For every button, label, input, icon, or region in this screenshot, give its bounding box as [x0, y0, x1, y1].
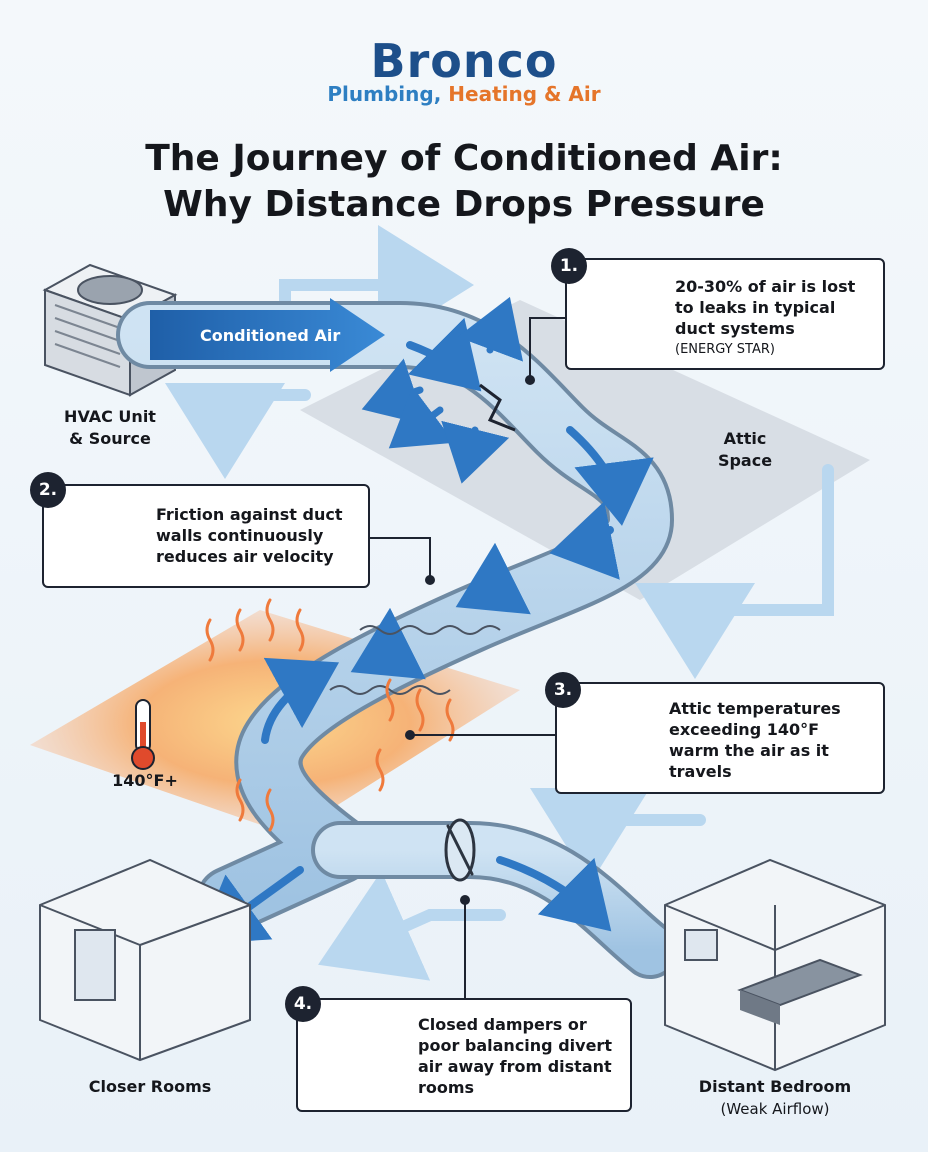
title-line-1: The Journey of Conditioned Air: — [145, 138, 783, 179]
callout-4-badge: 4. — [285, 986, 321, 1022]
logo-tagline-part1: Plumbing, — [327, 82, 442, 106]
callout-3-badge: 3. — [545, 672, 581, 708]
attic-label-line1: Attic — [723, 429, 767, 448]
callout-leaks: 20-30% of air is lost to leaks in typica… — [565, 258, 885, 370]
conditioned-air-arrow — [150, 298, 385, 372]
thermometer-icon — [131, 699, 155, 770]
bedroom-label-sub: (Weak Airflow) — [720, 1100, 830, 1118]
callout-2-badge: 2. — [30, 472, 66, 508]
attic-label: Attic Space — [695, 428, 795, 472]
closer-room — [39, 858, 251, 1062]
callout-leaks-text: 20-30% of air is lost to leaks in typica… — [675, 276, 875, 360]
duct-label: Conditioned Air — [200, 326, 341, 345]
logo-tagline: Plumbing, Heating & Air — [0, 82, 928, 106]
logo-brand: Bronco — [370, 34, 558, 88]
callout-friction-text: Friction against duct walls continuously… — [156, 505, 343, 566]
callout-attic-heat-text: Attic temperatures exceeding 140°F warm … — [669, 699, 841, 781]
hvac-label-line2: & Source — [69, 429, 151, 448]
callout-leaks-source: (ENERGY STAR) — [675, 342, 775, 357]
bedroom-label-main: Distant Bedroom — [698, 1077, 852, 1096]
page-title: The Journey of Conditioned Air: Why Dist… — [0, 136, 928, 228]
callout-1-badge: 1. — [551, 248, 587, 284]
callout-dampers: Closed dampers or poor balancing divert … — [296, 998, 632, 1112]
callout-attic-heat: Attic temperatures exceeding 140°F warm … — [555, 682, 885, 794]
distant-bedroom — [664, 858, 886, 1072]
attic-label-line2: Space — [717, 451, 773, 470]
heat-temp-label: 140°F+ — [112, 771, 178, 790]
hvac-label-line1: HVAC Unit — [64, 407, 156, 426]
hvac-label: HVAC Unit & Source — [40, 406, 180, 450]
logo-tagline-part2: Heating & Air — [448, 82, 601, 106]
bedroom-label: Distant Bedroom (Weak Airflow) — [670, 1076, 880, 1120]
closer-rooms-label: Closer Rooms — [88, 1077, 212, 1096]
callout-dampers-text: Closed dampers or poor balancing divert … — [418, 1015, 612, 1097]
title-line-2: Why Distance Drops Pressure — [163, 184, 765, 225]
callout-friction: Friction against duct walls continuously… — [42, 484, 370, 588]
